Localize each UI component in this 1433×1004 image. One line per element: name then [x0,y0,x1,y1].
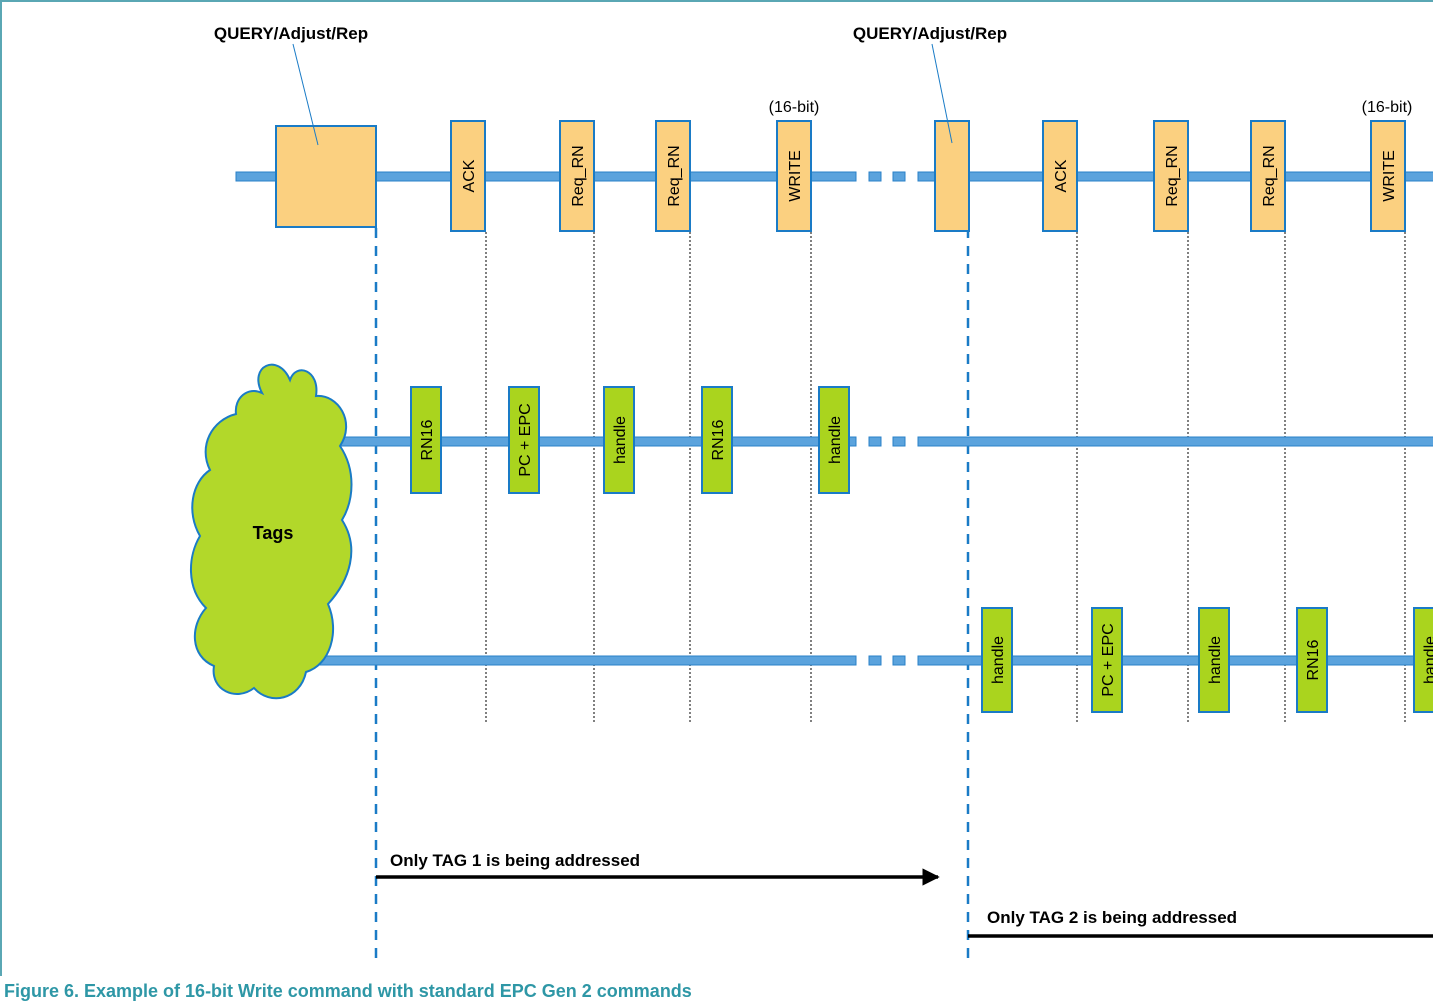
command-label: ACK [461,159,478,192]
query-box-1 [275,125,377,228]
tag1-reply-rn16: RN16 [410,386,442,494]
command-req-rn-1: Req_RN [559,120,595,232]
command-write-2: WRITE [1370,120,1406,232]
tag2-reply-handle-2: handle [1198,607,1230,713]
tags-cloud-label: Tags [253,523,294,543]
command-ack-2: ACK [1042,120,1078,232]
bit-note-1: (16-bit) [769,99,820,116]
tag1-address-label: Only TAG 1 is being addressed [390,851,640,870]
command-req-rn-3: Req_RN [1153,120,1189,232]
command-label: WRITE [1381,150,1398,202]
timing-diagram: Tags QUERY/Adjust/Rep QUERY/Adjust/Rep (… [190,24,1433,958]
reply-label: handle [827,416,844,464]
bit-note-2: (16-bit) [1362,99,1413,116]
guide-lines [485,232,1406,722]
tag2-reply-pc-epc: PC + EPC [1091,607,1123,713]
reply-label: handle [1207,636,1224,684]
figure-frame [0,0,1433,976]
tag2-timeline [299,655,1433,666]
command-label: ACK [1053,159,1070,192]
tag1-reply-handle-2: handle [818,386,850,494]
query-label-2: QUERY/Adjust/Rep [853,24,1007,43]
command-label: Req_RN [666,145,683,206]
command-req-rn-4: Req_RN [1250,120,1286,232]
command-label: Req_RN [1261,145,1278,206]
reply-label: RN16 [419,419,436,460]
command-label: Req_RN [1164,145,1181,206]
query-leader-1 [292,43,319,146]
query-box-2 [934,120,970,232]
query-leader-2 [931,43,953,144]
figure-caption: Figure 6. Example of 16-bit Write comman… [4,981,692,1001]
reader-commands: ACK Req_RN Req_RN WRITE ACK Req_RN [450,120,1406,232]
tag2-replies: handle PC + EPC handle RN16 handle [981,607,1433,713]
reply-label: handle [1422,636,1433,684]
tag1-address-arrow: Only TAG 1 is being addressed [376,851,940,886]
tag-boundaries [374,228,970,958]
reply-label: PC + EPC [517,403,534,476]
tag1-reply-rn16-2: RN16 [701,386,733,494]
command-label: Req_RN [570,145,587,206]
command-write-1: WRITE [776,120,812,232]
reply-label: RN16 [1305,639,1322,680]
tag2-address-arrow: Only TAG 2 is being addressed [968,908,1433,938]
query-label-1: QUERY/Adjust/Rep [214,24,368,43]
tag2-address-label: Only TAG 2 is being addressed [987,908,1237,927]
reply-label: handle [612,416,629,464]
reply-label: RN16 [710,419,727,460]
tag1-replies: RN16 PC + EPC handle RN16 handle [410,386,850,494]
command-ack-1: ACK [450,120,486,232]
tag2-reply-handle-1: handle [981,607,1013,713]
reply-label: PC + EPC [1100,623,1117,696]
reply-label: handle [990,636,1007,684]
command-req-rn-2: Req_RN [655,120,691,232]
tag2-reply-rn16: RN16 [1296,607,1328,713]
tag1-reply-handle-1: handle [603,386,635,494]
command-label: WRITE [787,150,804,202]
tag1-timeline [339,436,1433,447]
tag2-reply-handle-3: handle [1413,607,1433,713]
tag1-reply-pc-epc: PC + EPC [508,386,540,494]
tags-cloud: Tags [190,363,353,700]
